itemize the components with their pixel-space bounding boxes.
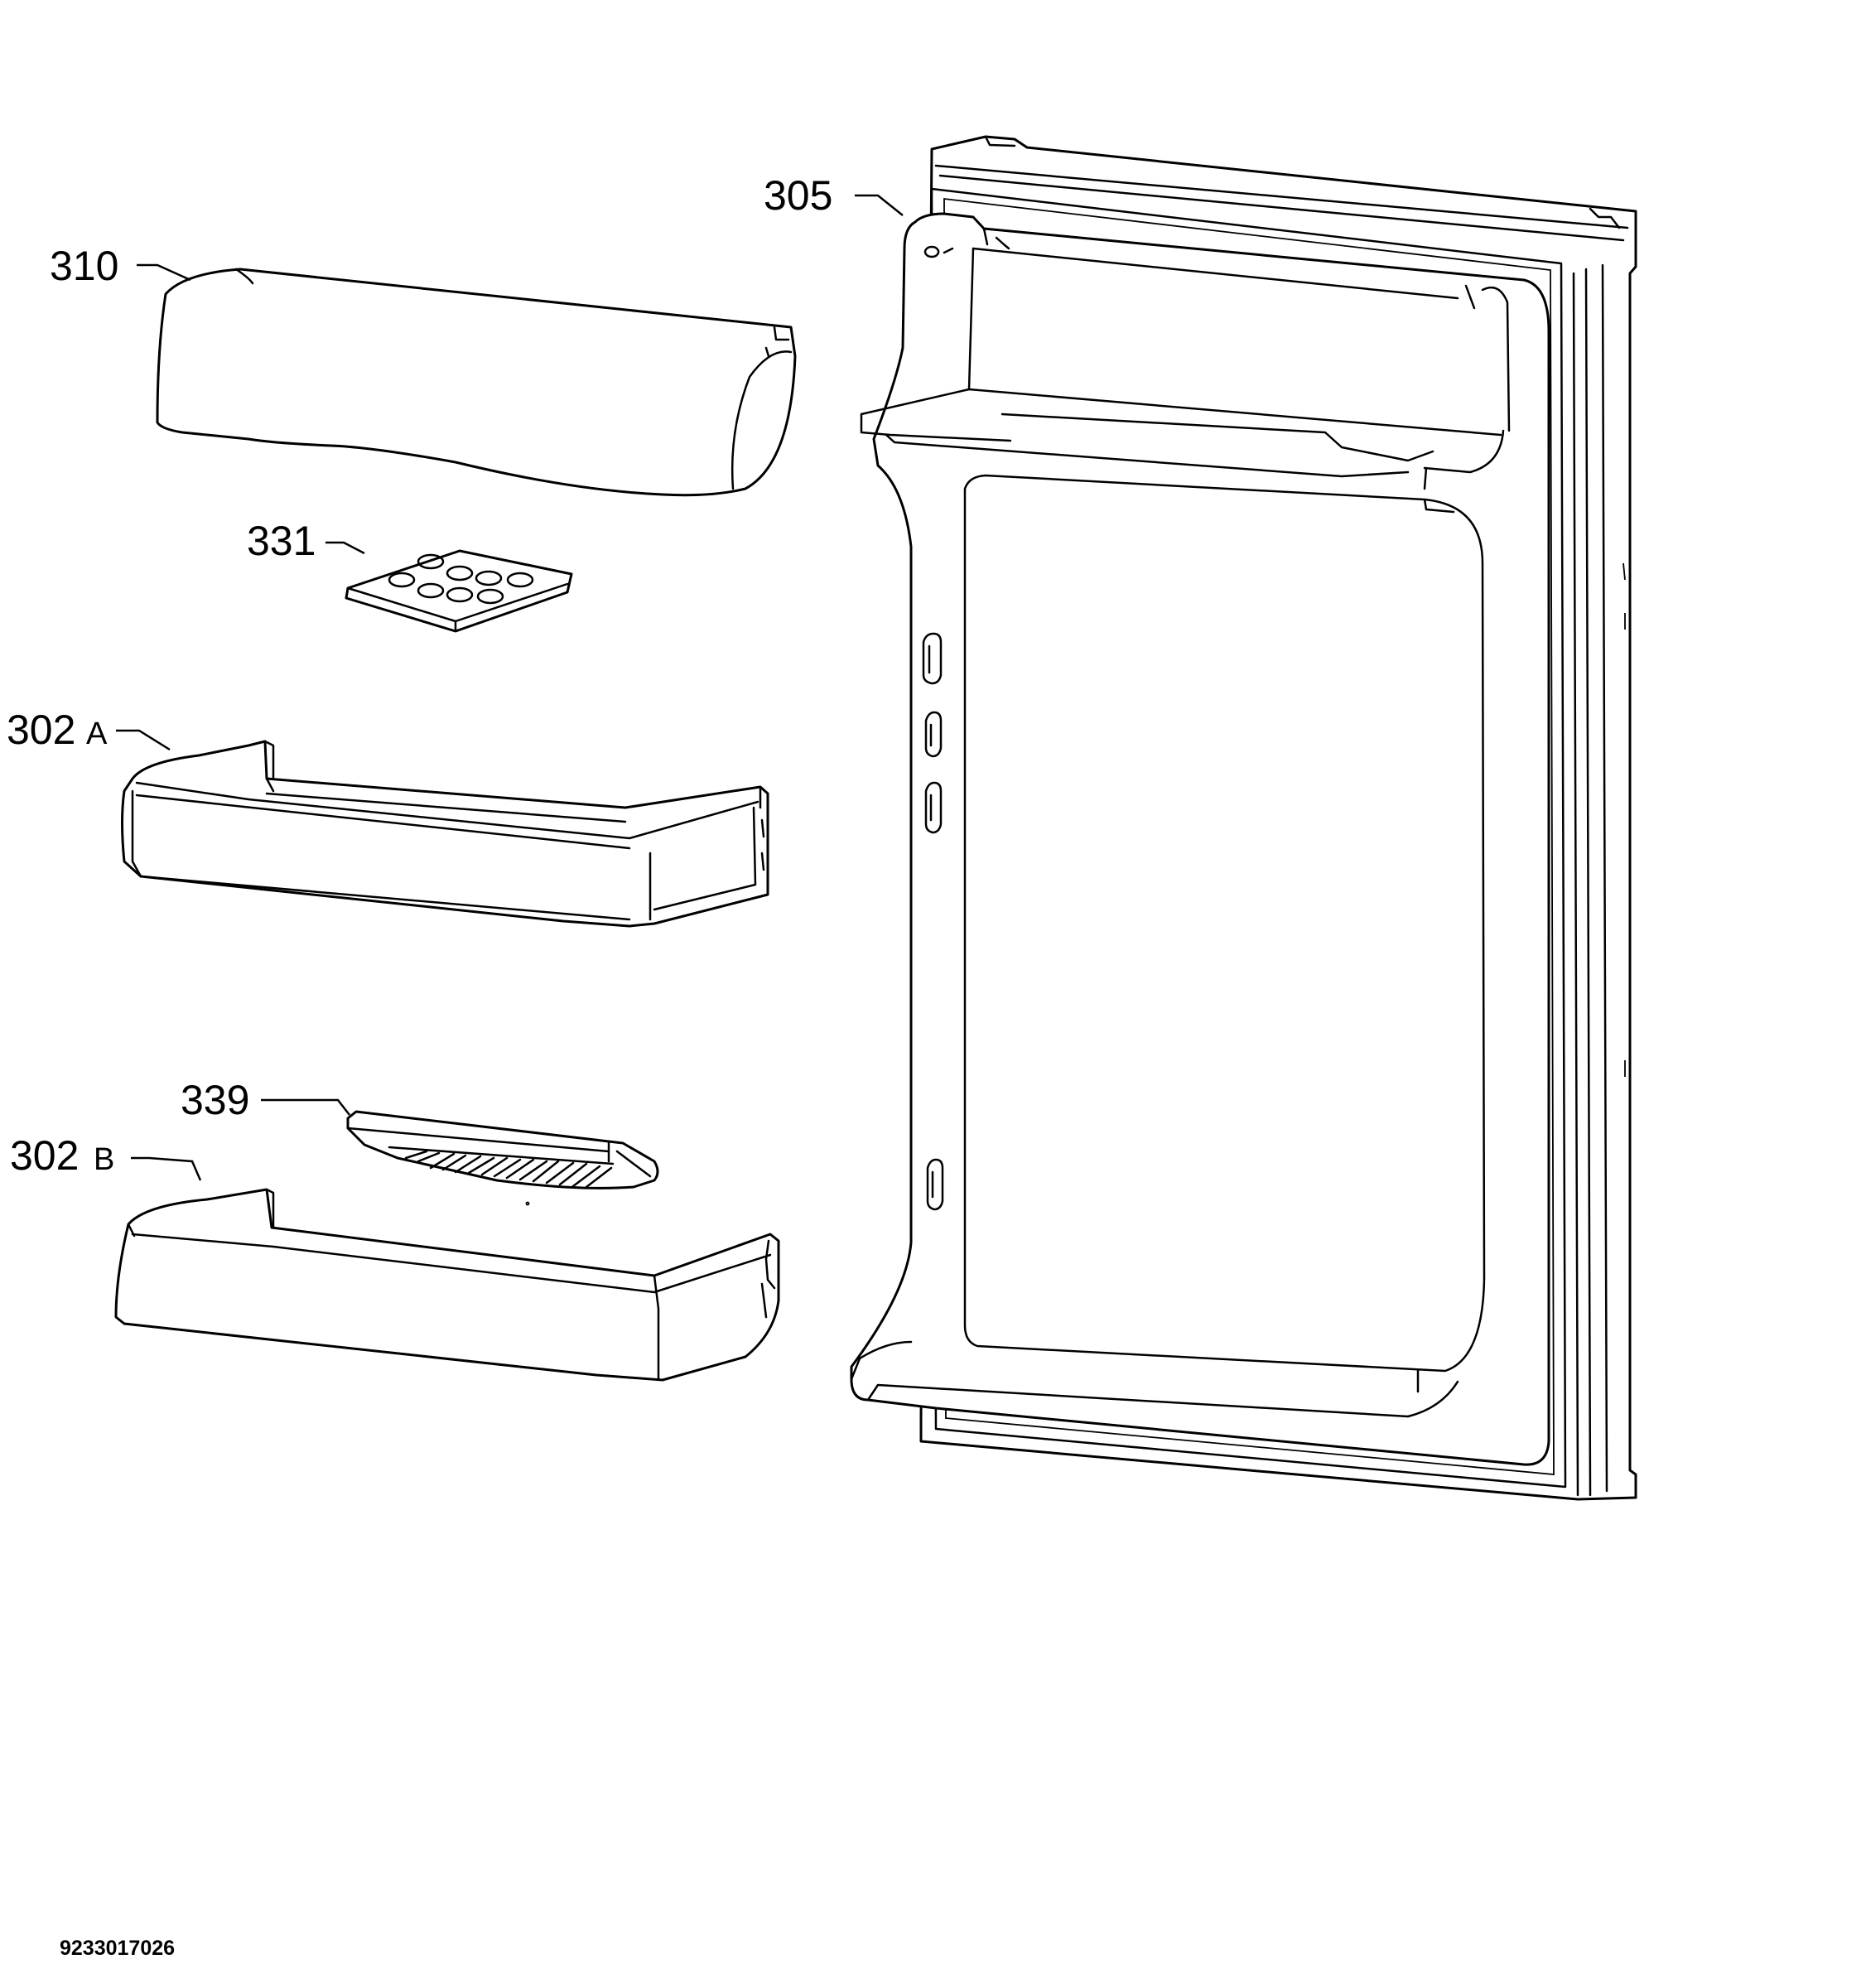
bottle-holder-part-339	[346, 1110, 659, 1206]
callout-339: 339	[181, 1077, 249, 1123]
door-bin-part-302a	[121, 740, 769, 928]
callout-302a-number: 302	[7, 707, 75, 753]
document-number: 9233017026	[60, 1937, 175, 1960]
callout-305: 305	[764, 172, 832, 219]
callout-302a-suffix: A	[86, 717, 108, 751]
leader-302a	[116, 729, 171, 751]
leader-331	[325, 541, 365, 555]
leader-310	[137, 263, 191, 282]
callout-310: 310	[50, 243, 118, 289]
leader-302b	[131, 1156, 202, 1181]
callout-302b-number: 302	[10, 1132, 79, 1179]
callout-302b-suffix: B	[94, 1142, 114, 1177]
egg-tray-part-331	[345, 549, 573, 633]
leader-339	[261, 1098, 350, 1116]
leader-305	[855, 194, 904, 216]
callout-labels: 305 310 331 302 A 339 302 B	[7, 172, 832, 1179]
callout-331: 331	[247, 518, 316, 564]
door-bin-part-302b	[114, 1188, 780, 1382]
shelf-cover-part-310	[156, 268, 797, 497]
leader-lines	[116, 194, 904, 1181]
door-part-305	[850, 135, 1637, 1501]
